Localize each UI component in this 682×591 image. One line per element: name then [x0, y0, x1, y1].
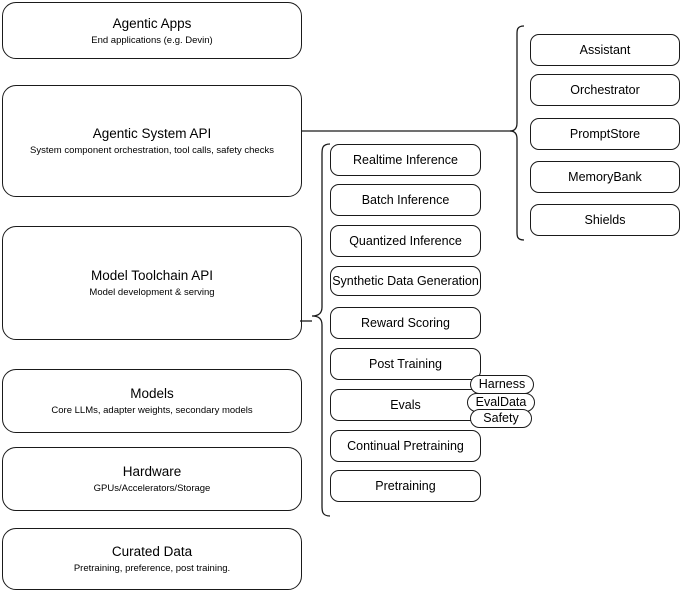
subcomponent-safety[interactable]: Safety — [470, 409, 532, 428]
component-label: Continual Pretraining — [347, 439, 464, 453]
component-post-training[interactable]: Post Training — [330, 348, 481, 380]
subcomponent-label: EvalData — [475, 395, 527, 409]
layer-subtitle: Pretraining, preference, post training. — [73, 563, 231, 574]
connector-agentic-system-api — [302, 130, 514, 132]
layer-title: Curated Data — [111, 544, 193, 559]
component-promptstore[interactable]: PromptStore — [530, 118, 680, 150]
component-batch-inference[interactable]: Batch Inference — [330, 184, 481, 216]
component-label: Shields — [584, 213, 626, 227]
layer-subtitle: GPUs/Accelerators/Storage — [93, 483, 211, 494]
layer-subtitle: End applications (e.g. Devin) — [91, 34, 213, 46]
component-quantized-inference[interactable]: Quantized Inference — [330, 225, 481, 257]
component-label: Orchestrator — [570, 83, 640, 97]
brace-model-toolchain-components — [311, 143, 331, 517]
connector-model-toolchain-api — [300, 320, 312, 322]
layer-title: Agentic Apps — [112, 15, 192, 31]
component-realtime-inference[interactable]: Realtime Inference — [330, 144, 481, 176]
layer-title: Models — [130, 386, 174, 401]
component-label: Realtime Inference — [353, 153, 458, 167]
component-label: Post Training — [369, 357, 442, 371]
component-label: MemoryBank — [568, 170, 642, 184]
component-label: Synthetic Data Generation — [332, 274, 479, 288]
component-label: Quantized Inference — [349, 234, 462, 248]
component-reward-scoring[interactable]: Reward Scoring — [330, 307, 481, 339]
component-continual-pretraining[interactable]: Continual Pretraining — [330, 430, 481, 462]
layer-agentic-apps[interactable]: Agentic Apps End applications (e.g. Devi… — [2, 2, 302, 59]
component-label: PromptStore — [569, 127, 641, 141]
component-label: Batch Inference — [361, 193, 450, 207]
layer-models[interactable]: Models Core LLMs, adapter weights, secon… — [2, 369, 302, 433]
component-label: Reward Scoring — [361, 316, 450, 330]
layer-subtitle: Core LLMs, adapter weights, secondary mo… — [51, 405, 253, 416]
component-pretraining[interactable]: Pretraining — [330, 470, 481, 502]
component-synthetic-data-generation[interactable]: Synthetic Data Generation — [330, 266, 481, 296]
layer-model-toolchain-api[interactable]: Model Toolchain API Model development & … — [2, 226, 302, 340]
component-label: Pretraining — [375, 479, 436, 493]
subcomponent-harness[interactable]: Harness — [470, 375, 534, 394]
layer-agentic-system-api[interactable]: Agentic System API System component orch… — [2, 85, 302, 197]
layer-title: Hardware — [122, 464, 182, 479]
layer-hardware[interactable]: Hardware GPUs/Accelerators/Storage — [2, 447, 302, 511]
brace-agentic-system-components — [509, 25, 525, 241]
subcomponent-label: Harness — [478, 377, 526, 391]
subcomponent-label: Safety — [483, 411, 519, 425]
layer-subtitle: Model development & serving — [89, 287, 215, 298]
component-assistant[interactable]: Assistant — [530, 34, 680, 66]
component-memorybank[interactable]: MemoryBank — [530, 161, 680, 193]
layer-subtitle: System component orchestration, tool cal… — [30, 145, 274, 156]
component-label: Assistant — [579, 43, 631, 57]
component-orchestrator[interactable]: Orchestrator — [530, 74, 680, 106]
layer-title: Model Toolchain API — [90, 268, 214, 283]
component-evals[interactable]: Evals — [330, 389, 481, 421]
layer-curated-data[interactable]: Curated Data Pretraining, preference, po… — [2, 528, 302, 590]
layer-title: Agentic System API — [92, 126, 212, 141]
component-label: Evals — [390, 398, 421, 412]
component-shields[interactable]: Shields — [530, 204, 680, 236]
